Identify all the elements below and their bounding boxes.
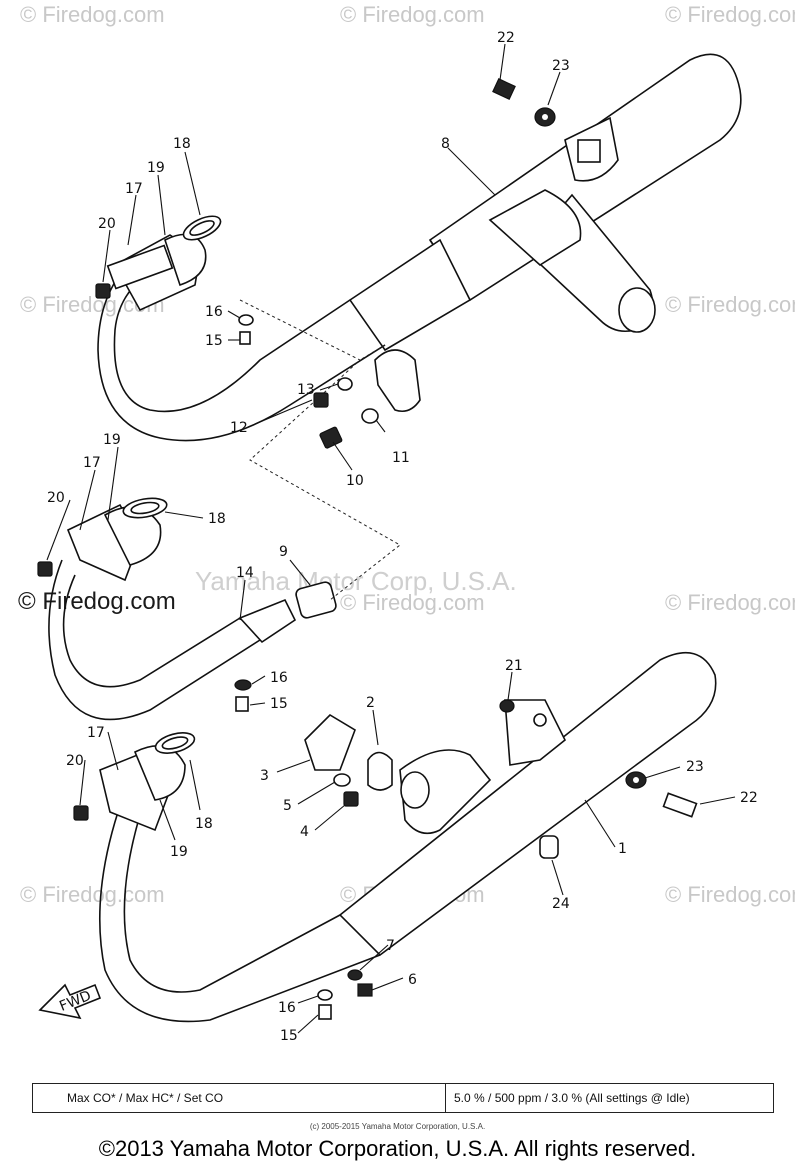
copyright-notice: ©2013 Yamaha Motor Corporation, U.S.A. A… (98, 1136, 697, 1161)
callout-15: 15 (270, 696, 288, 712)
callout-23: 23 (686, 759, 704, 775)
callout-4: 4 (300, 824, 309, 840)
guide-line (239, 299, 401, 601)
callout-14: 14 (236, 565, 254, 581)
forward-arrow: FWD (38, 983, 102, 1020)
callout-3: 3 (260, 768, 269, 784)
callout-9: 9 (279, 544, 288, 560)
callout-12: 12 (230, 420, 248, 436)
small-copyright-note: (c) 2005-2015 Yamaha Motor Corporation, … (309, 1122, 486, 1131)
callout-17: 17 (83, 455, 101, 471)
callout-17: 17 (125, 181, 143, 197)
watermark: © Firedog.com (20, 2, 165, 27)
callout-20: 20 (98, 216, 116, 232)
watermark: © Firedog.com (665, 2, 795, 27)
callout-22: 22 (740, 790, 758, 806)
watermark: © Firedog.com (665, 292, 795, 317)
callout-16: 16 (205, 304, 223, 320)
callout-17: 17 (87, 725, 105, 741)
guide-line (359, 344, 386, 361)
leader-lines (46, 43, 736, 1034)
callout-23: 23 (552, 58, 570, 74)
callout-1: 1 (618, 841, 627, 857)
callout-5: 5 (283, 798, 292, 814)
callout-18: 18 (173, 136, 191, 152)
callout-19: 19 (147, 160, 165, 176)
callout-6: 6 (408, 972, 417, 988)
callout-16: 16 (278, 1000, 296, 1016)
callout-2: 2 (366, 695, 375, 711)
callout-21: 21 (505, 658, 523, 674)
watermark: © Firedog.com (18, 588, 176, 615)
callout-22: 22 (497, 30, 515, 46)
lower-muffler (304, 651, 717, 957)
callout-15: 15 (280, 1028, 298, 1044)
lower-exhaust-pipe (73, 732, 381, 1023)
watermark: © Firedog.com (340, 590, 485, 615)
spec-values: 5.0 % / 500 ppm / 3.0 % (All settings @ … (454, 1091, 690, 1105)
watermark: © Firedog.com (20, 882, 165, 907)
callout-20: 20 (66, 753, 84, 769)
upper-exhaust-pipe (95, 215, 386, 442)
callout-19: 19 (103, 432, 121, 448)
callout-18: 18 (195, 816, 213, 832)
watermark: © Firedog.com (340, 2, 485, 27)
callout-24: 24 (552, 896, 570, 912)
callouts: 22 23 8 18 19 17 20 16 15 13 12 11 10 19… (47, 30, 758, 1044)
callout-19: 19 (170, 844, 188, 860)
callout-13: 13 (297, 382, 315, 398)
middle-exhaust-pipe (37, 497, 337, 721)
callout-15: 15 (205, 333, 223, 349)
watermark: © Firedog.com (665, 882, 795, 907)
callout-8: 8 (441, 136, 450, 152)
callout-20: 20 (47, 490, 65, 506)
watermark: © Firedog.com (665, 590, 795, 615)
upper-clamp (238, 78, 556, 449)
emission-spec-table: Max CO* / Max HC* / Set CO 5.0 % / 500 p… (32, 1083, 774, 1113)
exhaust-parts-diagram: FWD (37, 30, 758, 1044)
callout-16: 16 (270, 670, 288, 686)
upper-muffler (348, 53, 742, 352)
callout-18: 18 (208, 511, 226, 527)
watermark-yamaha: Yamaha Motor Corp, U.S.A. (195, 566, 517, 596)
callout-7: 7 (386, 938, 395, 954)
callout-11: 11 (392, 450, 410, 466)
spec-label: Max CO* / Max HC* / Set CO (33, 1084, 446, 1112)
callout-10: 10 (346, 473, 364, 489)
